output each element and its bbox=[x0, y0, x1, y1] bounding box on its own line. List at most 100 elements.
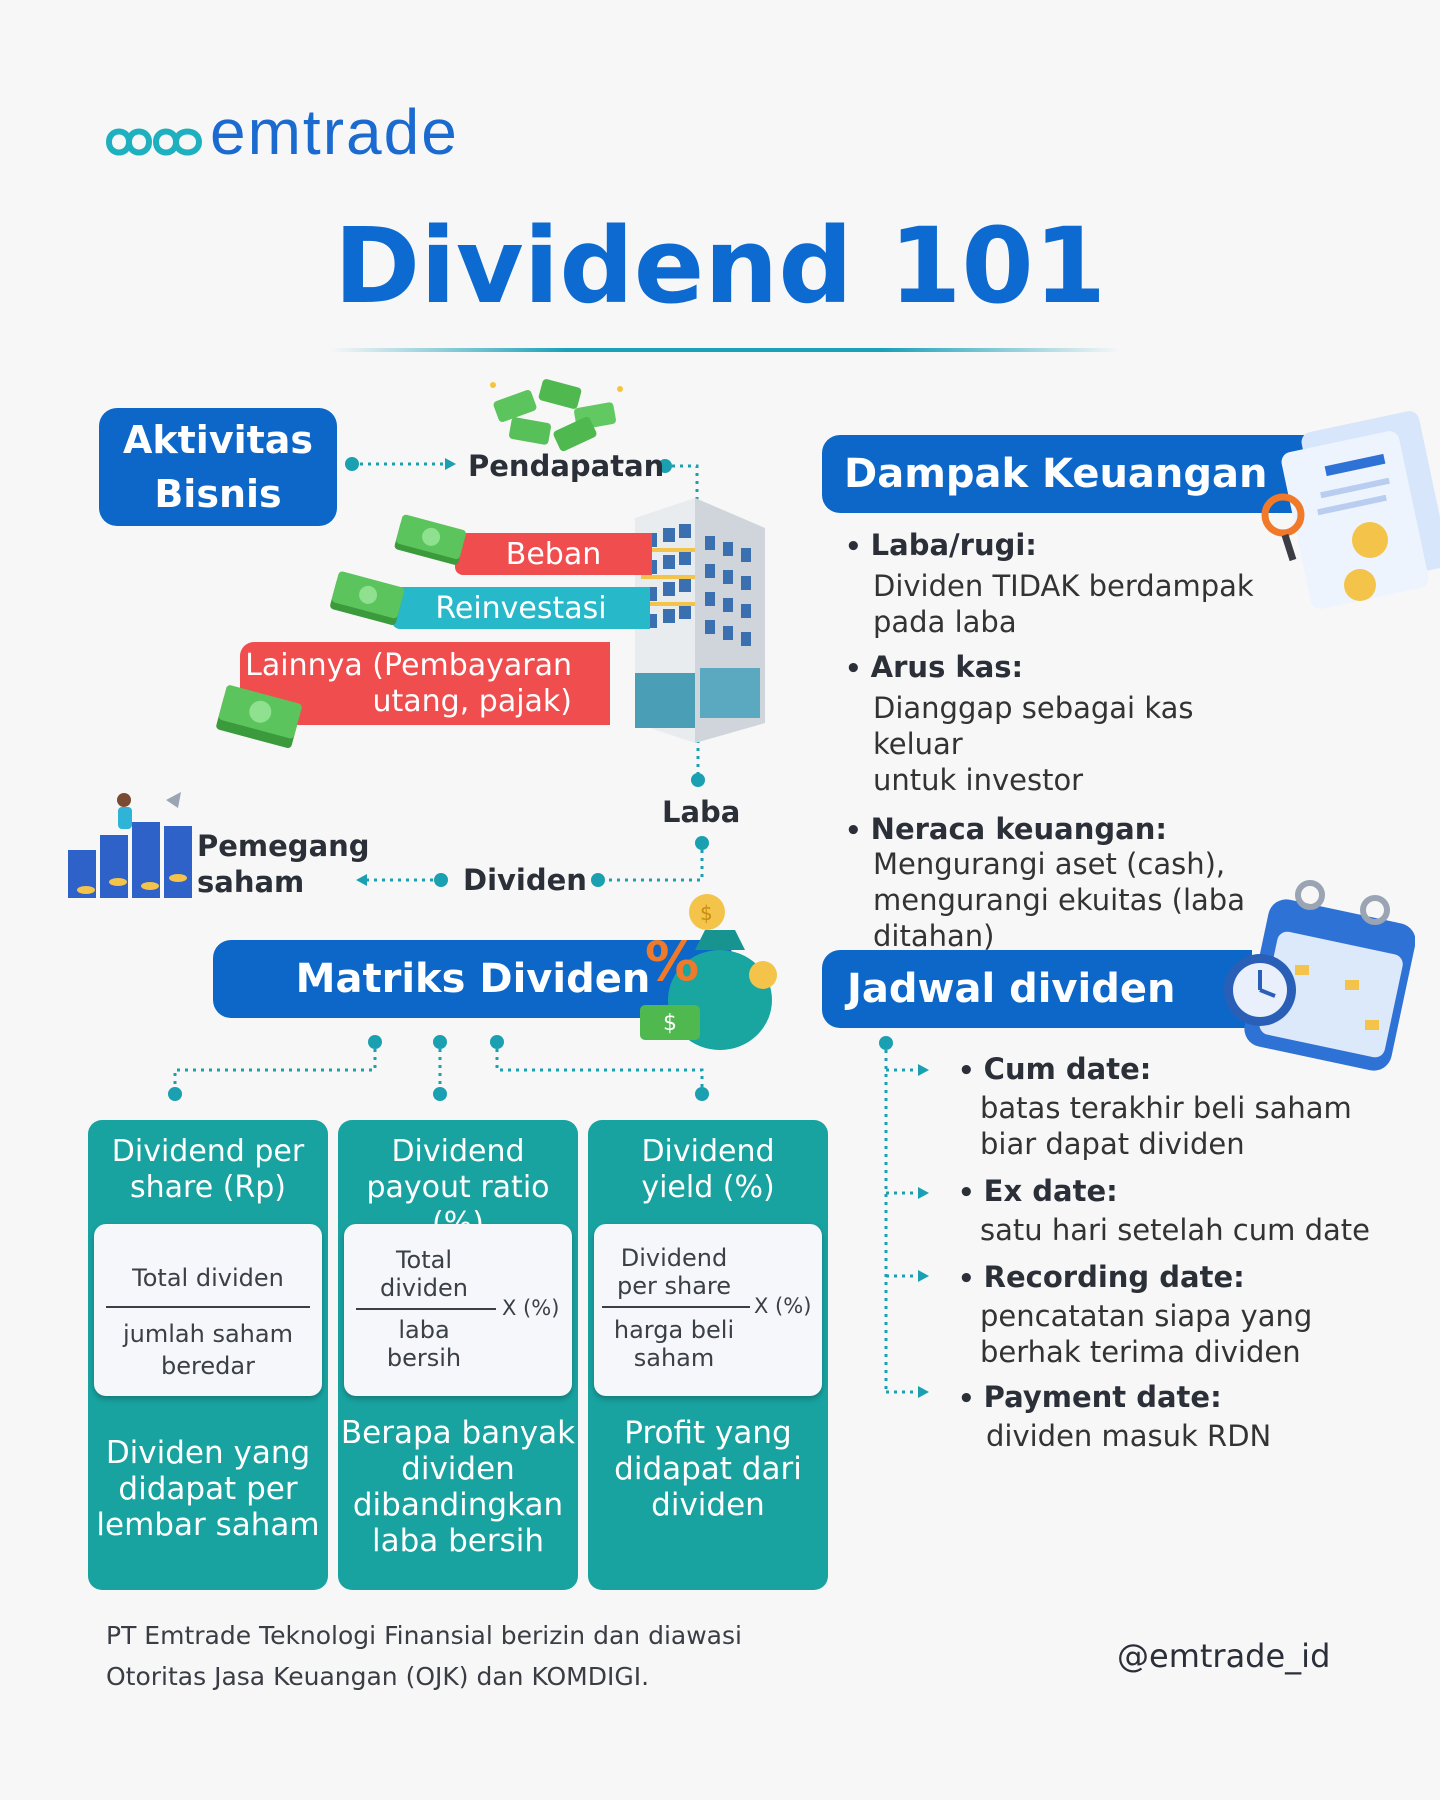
connector-laba-dividen bbox=[591, 836, 709, 887]
dampak-list: • Laba/rugi: Dividen TIDAK berdampak pad… bbox=[845, 528, 1285, 954]
denominator-line2: bersih bbox=[386, 1344, 462, 1372]
footer-line2: Otoritas Jasa Keuangan (OJK) dan KOMDIGI… bbox=[106, 1662, 650, 1691]
desc-line1: Berapa banyak bbox=[340, 1415, 576, 1451]
jadwal-list: • Cum date: batas terakhir beli saham bi… bbox=[958, 1052, 1398, 1454]
desc-line1: Dividen yang bbox=[105, 1435, 311, 1471]
denominator-line1: laba bbox=[398, 1316, 450, 1344]
numerator-line2: per share bbox=[616, 1272, 732, 1300]
pemegang-saham-label: Pemegang saham bbox=[197, 828, 370, 900]
metric-card-yield: Dividend yield (%) Dividend per share X … bbox=[588, 1120, 828, 1590]
laba-label: Laba bbox=[662, 795, 741, 829]
dampak-item-text: Mengurangi aset (cash), bbox=[873, 847, 1226, 881]
card-description: Berapa banyak dividen dibandingkan laba … bbox=[338, 1415, 578, 1559]
desc-line3: dibandingkan bbox=[352, 1487, 564, 1523]
footer-disclaimer: PT Emtrade Teknologi Finansial berizin d… bbox=[106, 1615, 742, 1697]
lainnya-line2: utang, pajak) bbox=[372, 683, 572, 719]
pemegang-line1: Pemegang bbox=[197, 829, 370, 863]
numerator-line2: dividen bbox=[380, 1274, 468, 1302]
connector-to-laba bbox=[691, 740, 705, 787]
denominator-line1: jumlah saham bbox=[123, 1320, 293, 1348]
jadwal-item-text: dividen masuk RDN bbox=[986, 1419, 1272, 1453]
jadwal-item-text: batas terakhir beli saham bbox=[980, 1091, 1352, 1125]
card-title-line1: Dividend bbox=[641, 1134, 775, 1169]
pemegang-line2: saham bbox=[197, 865, 305, 899]
dampak-item: • Neraca keuangan: Mengurangi aset (cash… bbox=[845, 812, 1285, 954]
formula-box: Dividend per share X (%) harga beli saha… bbox=[594, 1224, 822, 1396]
svg-text:%: % bbox=[645, 930, 699, 993]
aktivitas-bisnis-tag: Aktivitas Bisnis bbox=[99, 408, 337, 526]
matriks-dividen-tag: Matriks Dividen bbox=[213, 940, 733, 1018]
lainnya-line1: Lainnya (Pembayaran bbox=[245, 647, 572, 683]
money-bag-percent-icon: $ % $ bbox=[640, 894, 777, 1050]
formula-numerator: Dividend per share bbox=[594, 1244, 754, 1300]
desc-line4: laba bersih bbox=[371, 1523, 545, 1559]
formula-denominator: jumlah saham beredar bbox=[94, 1318, 322, 1382]
cash-stack-icon bbox=[330, 571, 405, 625]
lainnya-bar: Lainnya (Pembayaran utang, pajak) bbox=[240, 642, 610, 725]
desc-line2: didapat per bbox=[118, 1471, 298, 1507]
jadwal-item: • Cum date: batas terakhir beli saham bi… bbox=[958, 1052, 1398, 1162]
dampak-keuangan-tag: Dampak Keuangan bbox=[822, 435, 1342, 513]
jadwal-item: • Recording date: pencatatan siapa yang … bbox=[958, 1260, 1398, 1370]
dampak-title: Dampak Keuangan bbox=[844, 451, 1268, 497]
metric-card-payout: Dividend payout ratio (%) Total dividen … bbox=[338, 1120, 578, 1590]
formula-numerator: Total dividen bbox=[132, 1264, 284, 1292]
emtrade-logo-icon bbox=[105, 128, 203, 156]
beban-bar: Beban bbox=[455, 533, 652, 575]
fraction-line bbox=[106, 1306, 310, 1308]
aktivitas-line1: Aktivitas bbox=[122, 418, 314, 462]
dampak-item-head: Arus kas: bbox=[870, 650, 1024, 684]
formula-box: Total dividen jumlah saham beredar bbox=[94, 1224, 322, 1396]
card-description: Profit yang didapat dari dividen bbox=[588, 1415, 828, 1523]
aktivitas-line2: Bisnis bbox=[154, 472, 282, 516]
money-cash-icon bbox=[490, 379, 623, 452]
footer-line1: PT Emtrade Teknologi Finansial berizin d… bbox=[106, 1621, 742, 1650]
dampak-item-text: ditahan) bbox=[873, 919, 995, 953]
desc-line1: Profit yang bbox=[624, 1415, 792, 1451]
calendar-clock-icon bbox=[1224, 880, 1415, 1071]
desc-line3: dividen bbox=[651, 1487, 765, 1523]
fraction-line bbox=[602, 1306, 750, 1308]
dampak-item-text: Dividen TIDAK berdampak bbox=[873, 569, 1254, 603]
desc-line2: dividen bbox=[401, 1451, 515, 1487]
dividen-label: Dividen bbox=[463, 863, 587, 897]
jadwal-item-text: biar dapat dividen bbox=[980, 1127, 1245, 1161]
reinvestasi-bar: Reinvestasi bbox=[392, 587, 650, 629]
cash-stack-icon bbox=[216, 685, 302, 749]
jadwal-item-head: Recording date: bbox=[983, 1260, 1245, 1294]
jadwal-item-head: Payment date: bbox=[983, 1380, 1222, 1414]
title-divider bbox=[330, 348, 1120, 352]
cash-stack-icon bbox=[394, 514, 466, 565]
dampak-item-head: Laba/rugi: bbox=[870, 528, 1037, 562]
numerator-line1: Total bbox=[395, 1246, 453, 1274]
svg-text:$: $ bbox=[663, 1011, 677, 1036]
denominator-line1: harga beli bbox=[613, 1316, 735, 1344]
card-title-line1: Dividend bbox=[391, 1134, 525, 1169]
card-title-line2: share (Rp) bbox=[130, 1170, 286, 1205]
card-title-line1: Dividend per bbox=[111, 1134, 305, 1169]
svg-text:$: $ bbox=[700, 901, 713, 925]
card-description: Dividen yang didapat per lembar saham bbox=[88, 1435, 328, 1543]
brand-name: emtrade bbox=[210, 96, 459, 168]
investor-growth-icon bbox=[68, 792, 192, 898]
formula-box: Total dividen X (%) laba bersih bbox=[344, 1224, 572, 1396]
connector-aktivitas-pendapatan bbox=[345, 457, 456, 471]
desc-line3: lembar saham bbox=[96, 1507, 320, 1543]
formula-denominator: laba bersih bbox=[344, 1316, 504, 1372]
jadwal-item: • Ex date: satu hari setelah cum date bbox=[958, 1174, 1398, 1248]
beban-label: Beban bbox=[505, 536, 602, 572]
jadwal-item-text: pencatatan siapa yang bbox=[980, 1299, 1313, 1333]
pendapatan-label: Pendapatan bbox=[468, 449, 665, 483]
jadwal-item-text: berhak terima dividen bbox=[980, 1335, 1301, 1369]
jadwal-dividen-tag: Jadwal dividen bbox=[822, 950, 1252, 1028]
jadwal-item-text: satu hari setelah cum date bbox=[980, 1213, 1370, 1247]
multiplier: X (%) bbox=[754, 1294, 812, 1318]
numerator-line1: Dividend bbox=[620, 1244, 728, 1272]
dampak-item-head: Neraca keuangan: bbox=[870, 812, 1167, 846]
jadwal-title: Jadwal dividen bbox=[847, 966, 1176, 1012]
dampak-item: • Arus kas: Dianggap sebagai kas keluar … bbox=[845, 650, 1285, 798]
card-title-line2: yield (%) bbox=[641, 1170, 775, 1205]
fraction-line bbox=[356, 1308, 496, 1310]
social-handle: @emtrade_id bbox=[1117, 1637, 1331, 1675]
desc-line2: didapat dari bbox=[614, 1451, 802, 1487]
